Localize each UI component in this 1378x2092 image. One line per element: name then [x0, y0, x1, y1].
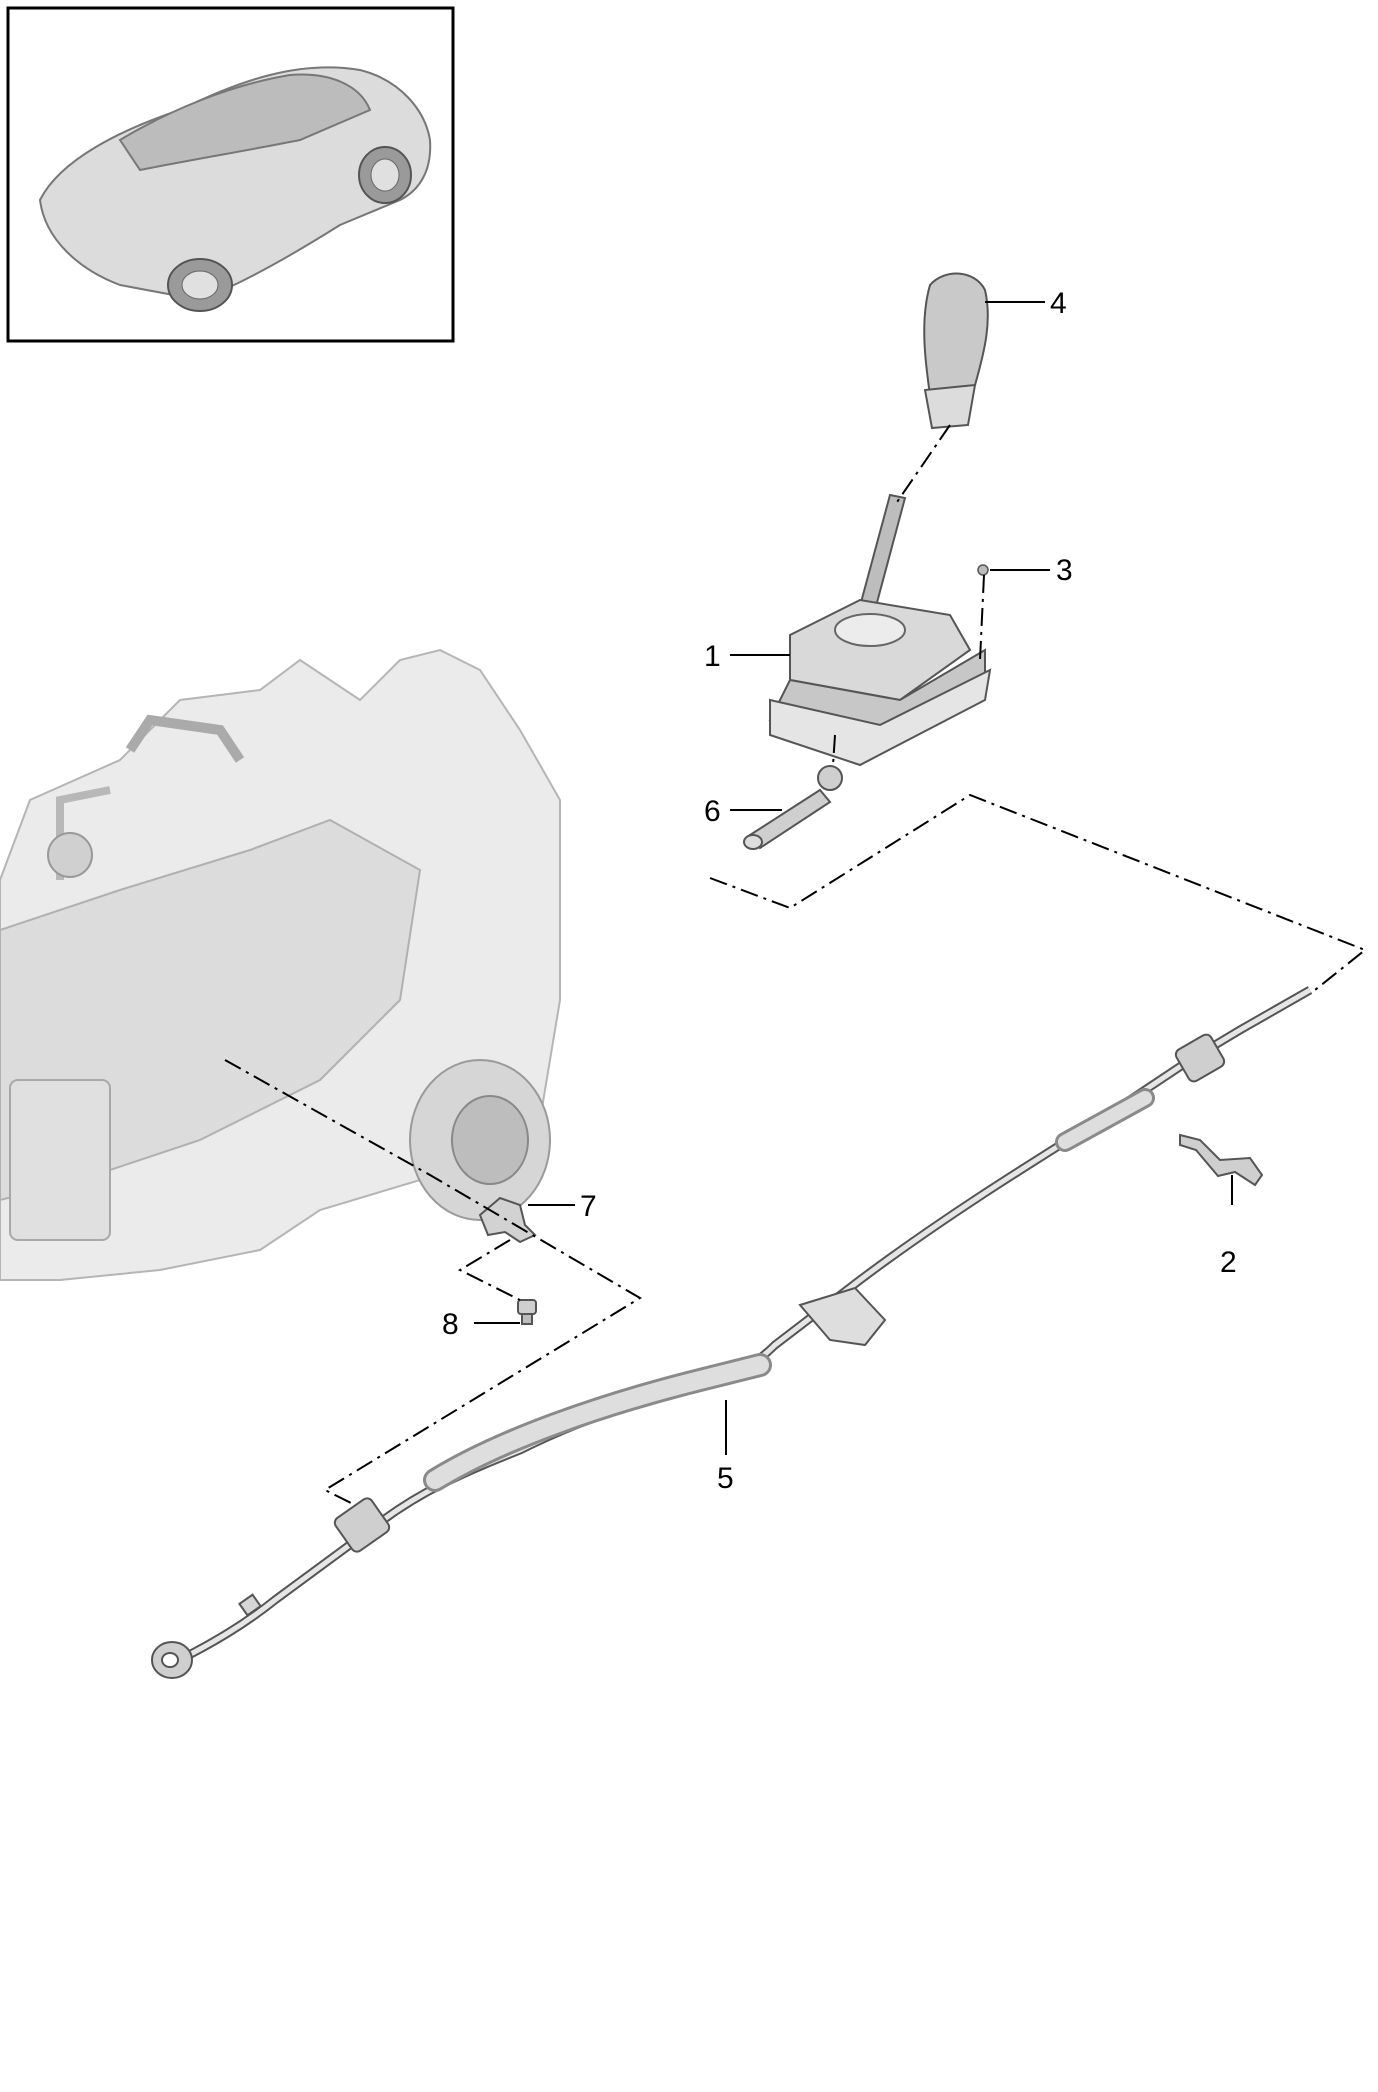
callout-8: 8	[442, 1308, 459, 1341]
callout-4: 4	[1050, 287, 1067, 320]
callout-3: 3	[1056, 554, 1073, 587]
callout-6: 6	[704, 795, 721, 828]
leader-lines	[474, 301, 1233, 1455]
knob-to-lever-line	[894, 424, 951, 506]
housing-to-link-line	[832, 734, 836, 766]
callout-1: 1	[704, 640, 721, 673]
link-to-cable-line	[709, 793, 1367, 991]
shift-knob	[923, 272, 989, 430]
transmission-assembly	[0, 648, 561, 1281]
callout-7: 7	[580, 1190, 597, 1223]
callout-2: 2	[1220, 1246, 1237, 1279]
small-screw	[977, 564, 989, 576]
bolt	[517, 1299, 537, 1325]
shift-lever-housing	[768, 493, 992, 767]
car-icon	[38, 66, 432, 312]
bolt-to-bracket-line	[457, 1239, 521, 1301]
shift-cable	[151, 986, 1313, 1679]
bracket-to-cable-line	[224, 1059, 642, 1506]
holder-bracket	[478, 1196, 537, 1244]
callout-numbers: 1 2 3 4 5 6 7 8	[442, 287, 1237, 1495]
screw-to-housing-line	[979, 574, 985, 661]
vehicle-thumbnail	[6, 6, 455, 343]
callout-5: 5	[717, 1462, 734, 1495]
assembly-lines	[224, 424, 1367, 1506]
cable-bracket	[1179, 1133, 1264, 1187]
cable-end-link	[743, 765, 843, 850]
